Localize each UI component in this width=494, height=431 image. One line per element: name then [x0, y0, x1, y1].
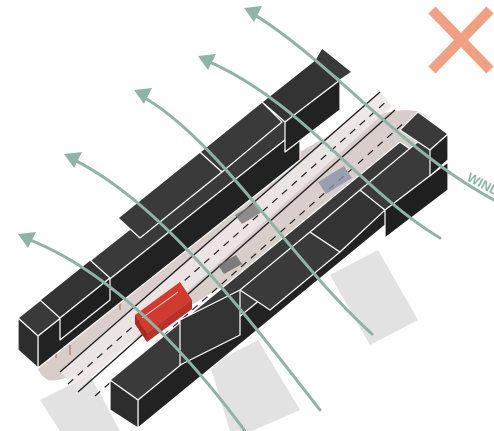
building-block-back — [109, 111, 449, 429]
wind-arrow-icon — [23, 10, 494, 431]
wind-label: WIND — [465, 169, 494, 199]
ground-shadows — [40, 250, 418, 431]
x-mark-icon — [428, 6, 494, 74]
car-icon — [218, 166, 352, 274]
wind-arrowheads — [18, 6, 262, 248]
